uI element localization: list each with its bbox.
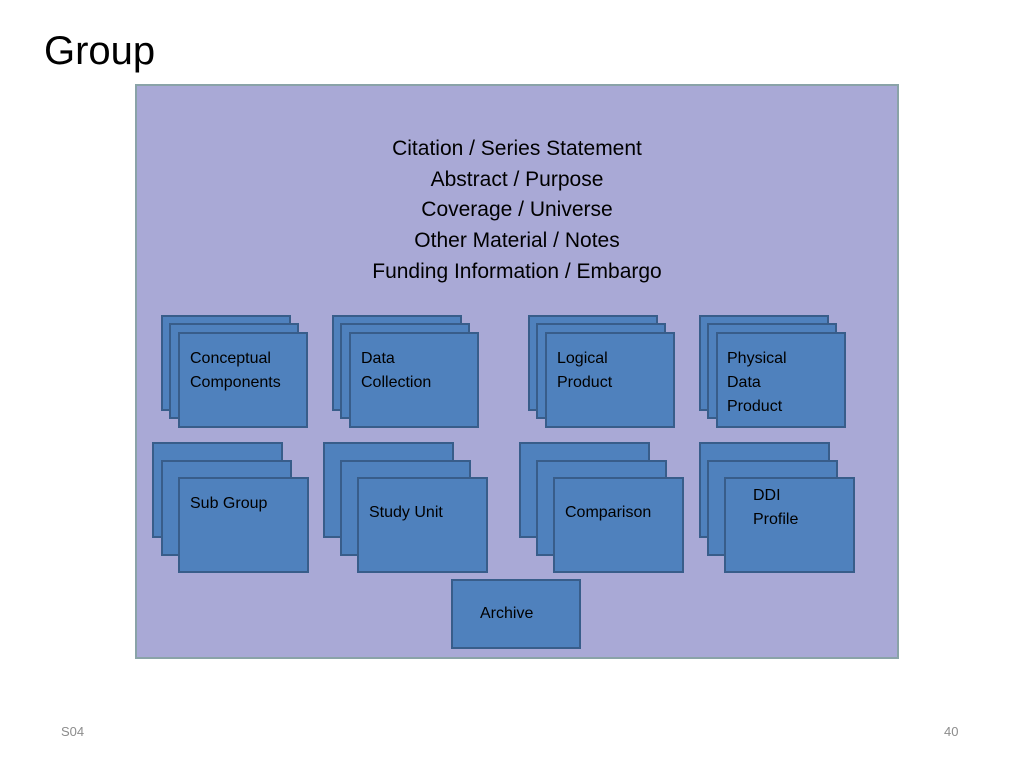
conceptual-components-label: Conceptual Components [190, 350, 281, 391]
comparison-label: Comparison [565, 504, 652, 521]
logical-product-label: Logical Product [557, 350, 613, 391]
study-unit-label: Study Unit [369, 504, 443, 521]
physical-data-product-label: Physical Data Product [727, 350, 787, 415]
sub-group-front-box [178, 477, 309, 573]
conceptual-components-front-box [178, 332, 308, 428]
slide-page-number: 40 [944, 724, 959, 739]
metadata-line-abstract: Abstract / Purpose [430, 167, 604, 191]
ddi-profile-front-box [724, 477, 855, 573]
sub-group-label: Sub Group [190, 495, 268, 512]
metadata-line-other-material: Other Material / Notes [414, 229, 620, 253]
comparison-front-box [553, 477, 684, 573]
physical-data-product-front-box [716, 332, 846, 428]
slide-title: Group [44, 29, 156, 73]
archive-label: Archive [480, 605, 534, 622]
metadata-list: Citation / Series Statement Abstract / P… [135, 134, 899, 288]
metadata-line-coverage: Coverage / Universe [421, 198, 613, 222]
metadata-line-funding: Funding Information / Embargo [372, 259, 662, 283]
ddi-profile-label: DDI Profile [753, 487, 799, 528]
footer-section-code: S04 [61, 724, 85, 739]
logical-product-front-box [545, 332, 675, 428]
data-collection-front-box [349, 332, 479, 428]
data-collection-label: Data Collection [361, 350, 432, 391]
metadata-line-citation: Citation / Series Statement [392, 137, 642, 160]
archive-box [451, 579, 581, 649]
study-unit-front-box [357, 477, 488, 573]
